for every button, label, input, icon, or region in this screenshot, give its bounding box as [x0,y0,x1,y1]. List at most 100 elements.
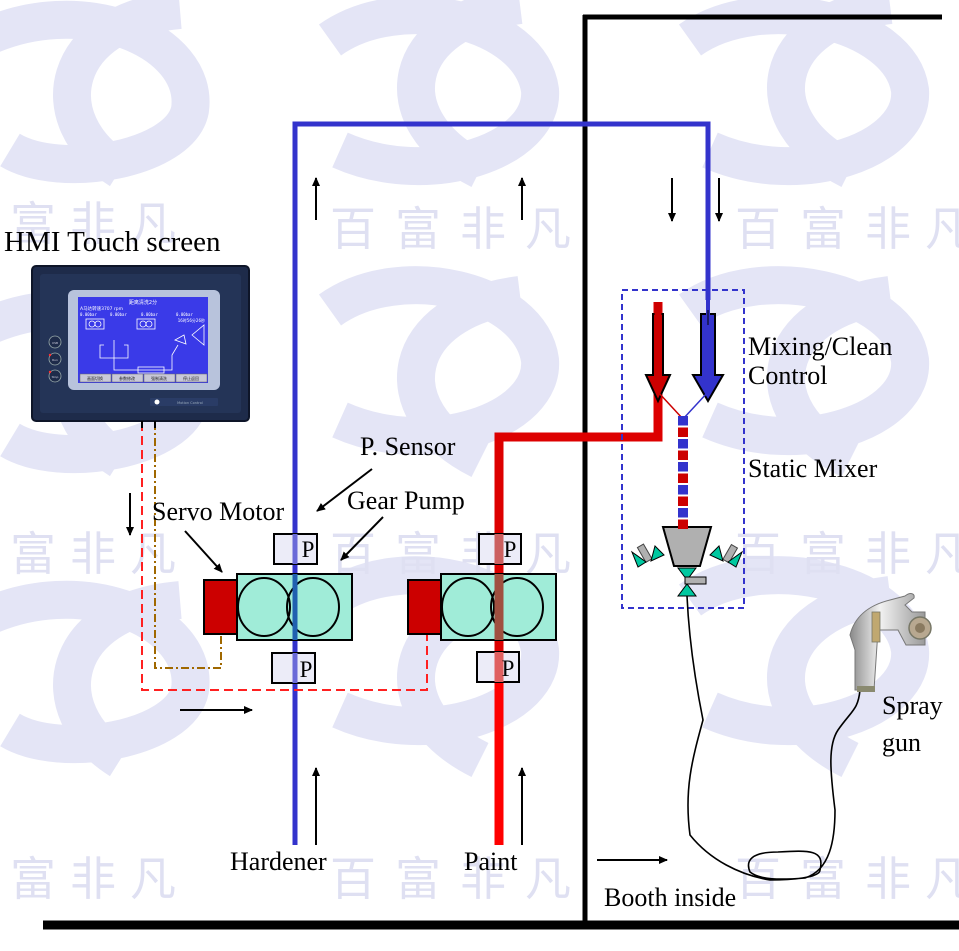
gear-icon [237,577,291,637]
gear-pump-leader [340,516,384,561]
svg-text:距离清洗2分: 距离清洗2分 [129,299,157,306]
svg-text:富: 富 [800,527,846,581]
static-mixer-segments [678,416,688,529]
hmi-side-buttons: USB Run Stop [48,335,62,383]
labels: HMI Touch screen P. Sensor Servo Motor G… [4,226,943,912]
svg-text:非: 非 [70,852,116,906]
svg-text:富: 富 [395,852,441,906]
p-sensor-leader [316,468,373,512]
svg-text:P: P [302,537,315,562]
svg-text:非: 非 [70,197,116,251]
static-mixer-label: Static Mixer [748,454,878,483]
svg-text:0.00bar: 0.00bar [176,312,193,317]
svg-text:富: 富 [395,202,441,256]
mixer-element [678,485,688,495]
svg-text:非: 非 [865,202,911,256]
valve-icon [630,550,647,568]
mixer-element [678,416,688,426]
brand-logo-icon [154,399,160,405]
svg-text:0.00bar: 0.00bar [80,312,97,317]
p-sensor-label: P. Sensor [360,432,456,461]
servo-motor-leader [184,530,223,573]
svg-text:凡: 凡 [130,852,176,906]
valve-icon [677,567,697,581]
hmi-display [78,297,208,383]
svg-text:百: 百 [330,527,376,581]
servo-motor-hardener [203,579,239,635]
spray-gun [849,593,932,692]
hmi-schematic [85,318,205,374]
hardener-line [292,121,711,845]
svg-text:16时56分26秒: 16时56分26秒 [178,317,205,323]
mixer-element [678,439,688,449]
svg-text:停止返回: 停止返回 [183,375,199,381]
svg-text:0.00bar: 0.00bar [141,312,158,317]
svg-text:百: 百 [735,527,781,581]
svg-text:凡: 凡 [525,852,571,906]
paint-label: Paint [464,847,518,876]
svg-text:富: 富 [10,527,56,581]
svg-text:凡: 凡 [525,202,571,256]
svg-text:A马达转速3707 rpm: A马达转速3707 rpm [80,305,123,312]
valve-icon [727,550,744,568]
mixer-element [678,496,688,506]
leader-arrows [184,468,384,573]
svg-text:富: 富 [395,527,441,581]
mixing-label-line1: Mixing/Clean [748,332,892,361]
svg-text:画面切换: 画面切换 [87,375,103,381]
svg-text:非: 非 [460,852,506,906]
valve-icon [709,545,724,562]
svg-text:富: 富 [800,852,846,906]
run-led-icon [48,353,52,357]
svg-text:非: 非 [865,527,911,581]
hardener-valve-arrow-icon [691,313,725,404]
svg-text:P: P [504,537,517,562]
svg-text:0.00bar: 0.00bar [110,312,127,317]
gear-icon [441,577,495,637]
spray-gun-fitting [857,686,875,692]
hmi-button[interactable] [175,373,208,383]
stop-led-icon [48,370,52,374]
svg-text:强制清洗: 强制清洗 [151,375,167,381]
hmi-brand-plate [150,398,218,406]
spray-gun-body [849,593,926,691]
usb-button[interactable] [48,335,62,349]
hardener-pump-group: P P [203,533,353,684]
hmi-button[interactable] [143,373,176,383]
svg-text:非: 非 [70,527,116,581]
encoder-feedback-line [154,422,222,669]
svg-text:Motion Control: Motion Control [177,401,203,405]
booth-inside-label: Booth inside [604,883,736,912]
svg-text:富: 富 [10,197,56,251]
spray-gun-trigger [871,611,881,643]
stop-button[interactable] [48,369,62,383]
svg-text:P: P [300,657,313,682]
hmi-label: HMI Touch screen [4,226,221,258]
hmi-button[interactable] [79,373,112,383]
svg-text:非: 非 [865,852,911,906]
spray-gun-label-line2: gun [882,728,921,757]
run-button[interactable] [48,352,62,366]
svg-text:百: 百 [330,852,376,906]
svg-text:参数修改: 参数修改 [119,375,135,381]
svg-text:凡: 凡 [925,527,959,581]
servo-motor-label: Servo Motor [152,497,285,526]
hmi-button[interactable] [111,373,144,383]
valve-icon [650,545,665,562]
svg-text:百: 百 [330,202,376,256]
clean-inlet-left [636,543,653,563]
svg-text:凡: 凡 [925,202,959,256]
clean-inlet-right [722,543,739,564]
hmi-soft-buttons: 画面切换 参数修改 强制清洗 停止返回 [79,373,208,383]
flow-arrows [126,177,723,864]
svg-text:凡: 凡 [130,527,176,581]
svg-text:非: 非 [460,202,506,256]
paint-pump-group: P P [407,533,557,683]
svg-text:Run: Run [52,358,58,362]
svg-text:富: 富 [800,202,846,256]
mixer-element [678,508,688,518]
servo-signal-line [141,422,428,691]
svg-text:百: 百 [735,202,781,256]
hardener-label: Hardener [230,847,327,876]
